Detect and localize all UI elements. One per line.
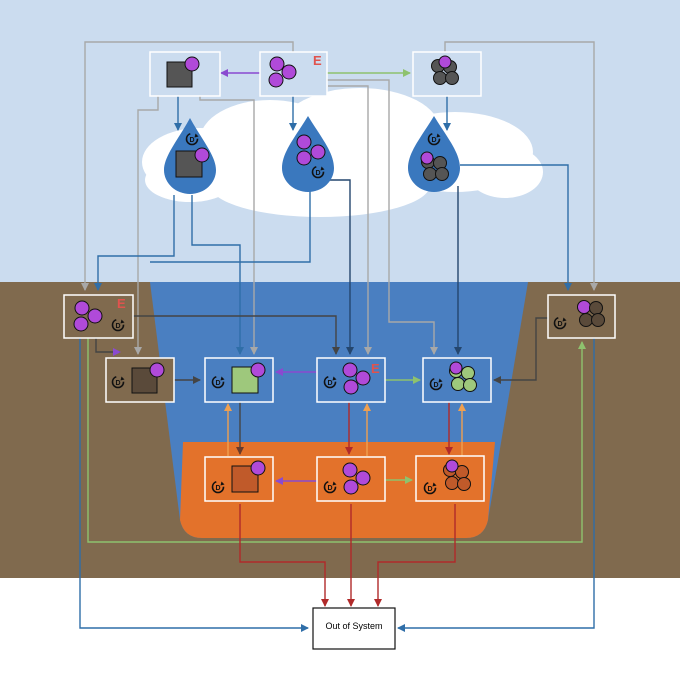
out-of-system-box — [312, 607, 396, 650]
degradation-icon-letter: D — [431, 137, 436, 144]
flow-blue-drop3-to-soil-right — [460, 164, 572, 291]
degradation-icon-letter: D — [115, 380, 120, 387]
flow-blue-soil-to-out — [79, 338, 309, 632]
box-air-aggregate — [412, 51, 482, 97]
flow-dark-soilright-to-water — [493, 317, 548, 384]
degradation-icon-letter: D — [327, 380, 332, 387]
flow-blue-soilright-to-out — [397, 338, 595, 632]
flow-blue-drop2-to-soil — [150, 190, 311, 263]
box-water-aggregate: D — [422, 357, 492, 403]
degradation-icon-letter: D — [427, 486, 432, 493]
flow-gray-particle-to-soil — [134, 95, 159, 355]
flow-gray-particle-to-water-green — [199, 95, 258, 355]
flow-green-soil-loop — [87, 338, 586, 543]
box-air-dissolved — [259, 51, 328, 97]
degradation-icon-letter: D — [189, 137, 194, 144]
degradation-icon-letter: D — [115, 323, 120, 330]
flow-dark-soil-to-water — [127, 315, 340, 355]
degradation-icon-letter: D — [315, 170, 320, 177]
droplet-aggregate: D — [408, 116, 460, 192]
emission-marker-air: E — [313, 53, 322, 68]
degradation-icon-letter: D — [215, 380, 220, 387]
flow-blue-drop1-to-water — [191, 195, 244, 355]
degradation-icon-letter: D — [327, 485, 332, 492]
box-sediment-aggregate: D — [415, 455, 485, 502]
box-water-dissolved: D — [316, 357, 386, 403]
box-soil-aggregate-right: D — [547, 294, 616, 339]
box-sediment-particle: D — [204, 456, 274, 502]
box-soil-particle: D — [105, 357, 175, 403]
out-of-system-label: Out of System — [325, 621, 383, 631]
flow-red-sedparticle-to-out — [239, 504, 329, 607]
droplet-particle: D — [164, 118, 216, 194]
flow-gray-aggregate-to-water — [327, 79, 438, 355]
droplet-dissolved: D — [282, 116, 334, 192]
flow-gray-emission-to-water — [328, 85, 372, 355]
box-air-particle — [149, 51, 221, 97]
flow-gray-emission-to-soil-right — [444, 41, 598, 291]
emission-marker-water: E — [371, 361, 380, 376]
degradation-icon-letter: D — [215, 485, 220, 492]
box-soil-dissolved: D — [63, 294, 134, 339]
flow-dark-soil-to-particle — [95, 338, 121, 356]
box-water-particle-green: D — [204, 357, 274, 403]
degradation-icon-letter: D — [433, 382, 438, 389]
emission-marker-soil: E — [117, 296, 126, 311]
flow-red-sedagg-to-out — [374, 504, 456, 607]
flow-gray-emission-to-soil-left — [81, 41, 294, 291]
box-sediment-dissolved: D — [316, 456, 386, 502]
degradation-icon-letter: D — [557, 321, 562, 328]
flow-blue-drop1-to-soil — [94, 195, 175, 291]
